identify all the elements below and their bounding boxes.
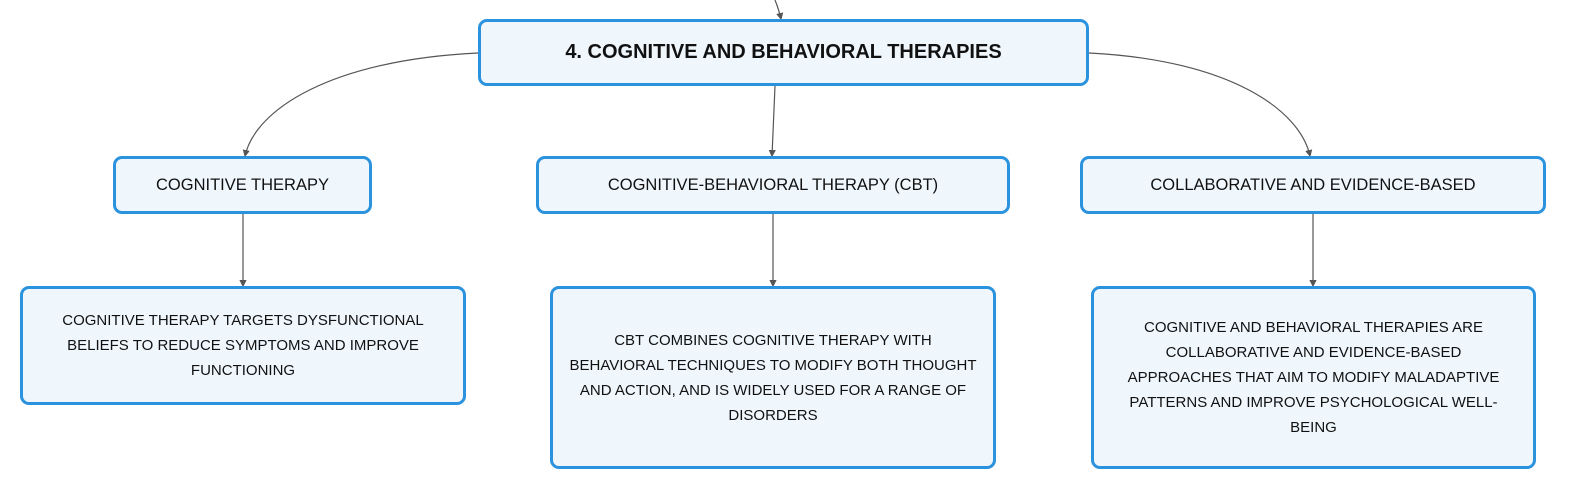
root-node[interactable]: 4. COGNITIVE AND BEHAVIORAL THERAPIES	[478, 19, 1089, 86]
root-label: 4. COGNITIVE AND BEHAVIORAL THERAPIES	[565, 41, 1002, 63]
branch-node-cognitive-therapy[interactable]: COGNITIVE THERAPY	[113, 156, 372, 214]
connector-root-left	[242, 52, 479, 158]
branch-label: COLLABORATIVE AND EVIDENCE-BASED	[1150, 175, 1476, 194]
branch-label: COGNITIVE THERAPY	[156, 175, 329, 194]
detail-node-cognitive-therapy[interactable]: COGNITIVE THERAPY TARGETS DYSFUNCTIONAL …	[20, 286, 466, 405]
detail-text: COGNITIVE AND BEHAVIORAL THERAPIES ARE C…	[1127, 319, 1500, 436]
detail-node-cbt[interactable]: CBT COMBINES COGNITIVE THERAPY WITH BEHA…	[550, 286, 996, 469]
connector-parent	[774, 0, 784, 21]
detail-node-collaborative[interactable]: COGNITIVE AND BEHAVIORAL THERAPIES ARE C…	[1091, 286, 1536, 469]
branch-node-collaborative[interactable]: COLLABORATIVE AND EVIDENCE-BASED	[1080, 156, 1546, 214]
detail-text: COGNITIVE THERAPY TARGETS DYSFUNCTIONAL …	[62, 312, 424, 379]
branch-label: COGNITIVE-BEHAVIORAL THERAPY (CBT)	[607, 175, 939, 194]
connector-root-center	[768, 85, 776, 158]
detail-text: CBT COMBINES COGNITIVE THERAPY WITH BEHA…	[569, 331, 977, 424]
connector-root-right	[1088, 52, 1313, 158]
branch-node-cbt[interactable]: COGNITIVE-BEHAVIORAL THERAPY (CBT)	[536, 156, 1010, 214]
